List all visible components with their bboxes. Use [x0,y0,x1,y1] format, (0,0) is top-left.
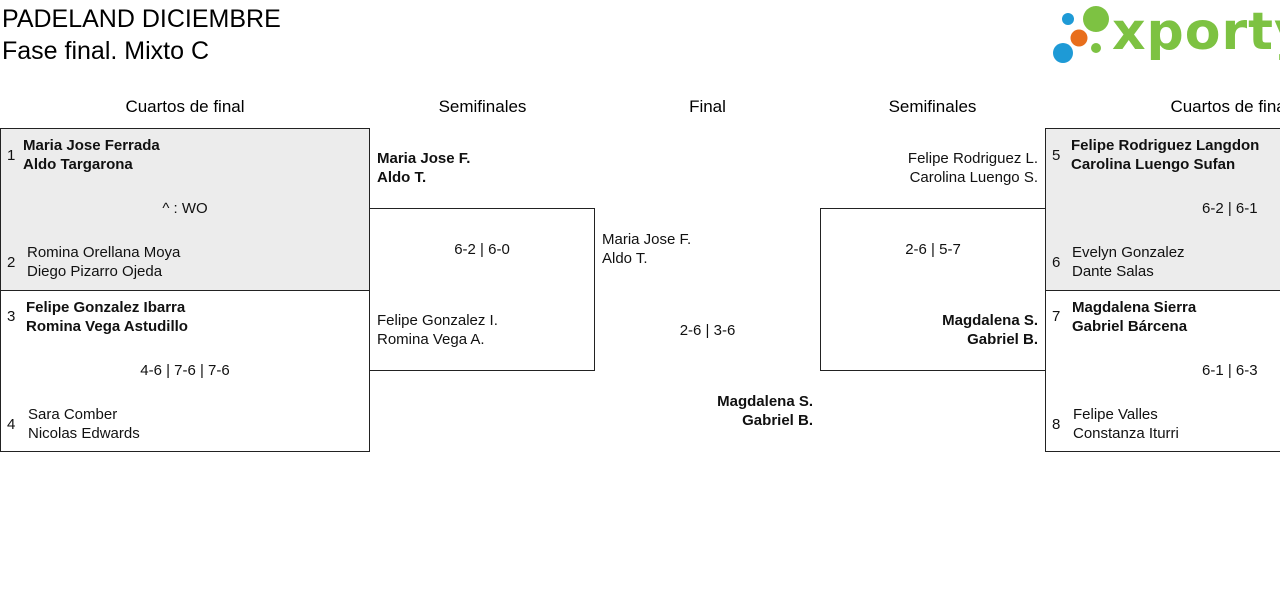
team-name: Felipe Rodriguez L.Carolina Luengo S. [907,150,1038,186]
match-score: 2-6 | 3-6 [679,322,736,339]
seed-number: 6 [1052,254,1061,271]
team-name: Maria Jose F.Aldo T. [377,150,471,186]
xporty-logo: xporty [1050,4,1280,66]
match-card [1046,129,1280,290]
seed-number: 5 [1052,147,1061,164]
match-score: 6-1 | 6-3 [1202,362,1258,379]
match-score: ^ : WO [162,200,208,217]
team-name: Magdalena S.Gabriel B. [717,393,813,429]
match-score: 4-6 | 7-6 | 7-6 [140,362,230,379]
team-name: Magdalena S.Gabriel B. [942,312,1038,348]
col-final: Final [689,97,726,116]
title-line-1: PADELAND DICIEMBRE [2,5,281,33]
match-score: 6-2 | 6-0 [454,241,510,258]
col-right-semis: Semifinales [888,97,977,116]
match-score: 6-2 | 6-1 [1202,200,1258,217]
seed-number: 3 [7,308,16,325]
seed-number: 1 [7,147,16,164]
col-left-quarters: Cuartos de final [125,97,245,116]
match-score: 2-6 | 5-7 [905,241,961,258]
logo-text: xporty [1112,2,1280,62]
right-semi-bracket [820,208,1046,371]
left-semi-bracket [369,208,595,371]
seed-number: 8 [1052,416,1061,433]
match-card [1,129,369,290]
seed-number: 2 [7,254,16,271]
match-divider [1046,290,1280,291]
right-quarters-bracket [1045,128,1280,452]
col-right-quarters: Cuartos de final [1170,97,1280,116]
left-quarters-bracket [0,128,370,452]
logo-dots-icon [1053,6,1109,63]
seed-number: 7 [1052,308,1061,325]
team-name: Maria Jose F.Aldo T. [602,231,692,267]
team-name: Felipe Gonzalez I.Romina Vega A. [377,312,498,348]
title-line-2: Fase final. Mixto C [2,37,210,65]
match-divider [1,290,369,291]
seed-number: 4 [7,416,16,433]
col-left-semis: Semifinales [438,97,527,116]
page-title: PADELAND DICIEMBRE Fase final. Mixto C [2,3,281,67]
